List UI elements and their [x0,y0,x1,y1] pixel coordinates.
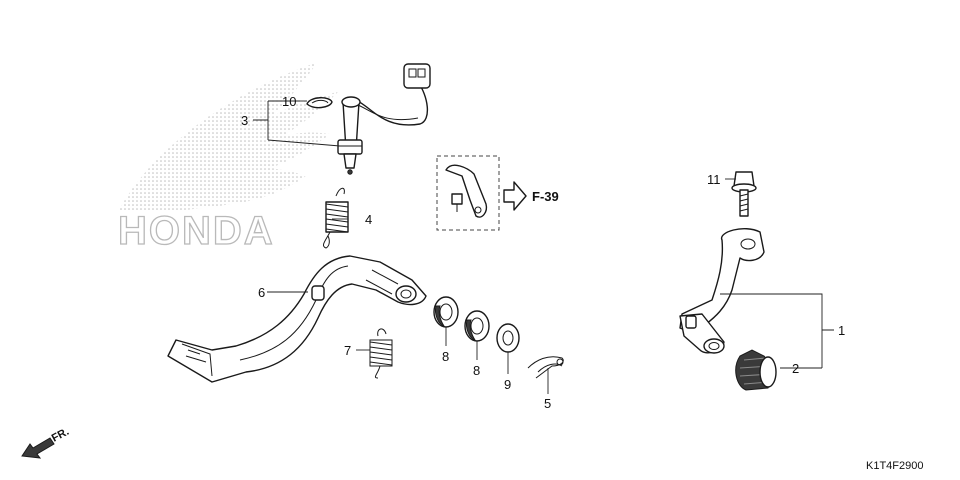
callout-8-second: 8 [473,363,480,378]
reference-code: K1T4F2900 [866,460,923,472]
callout-2: 2 [792,361,799,376]
part-5-cotter-pin [527,356,564,379]
see-also-arrow [503,181,527,211]
front-direction-arrow [21,437,55,459]
part-11-bolt [731,171,757,217]
callout-1: 1 [838,323,845,338]
part-8-seal-a [433,296,459,328]
bracket-reference-box [436,155,500,231]
callout-4: 4 [365,212,372,227]
part-9-washer [496,323,520,353]
front-label: FR. [50,426,71,445]
leader-lines [253,100,834,394]
callout-10: 10 [282,94,296,109]
callout-3: 3 [241,113,248,128]
part-7-spring [369,328,393,379]
part-3-switch-harness [337,63,431,175]
part-4-spring [323,187,349,249]
callout-5: 5 [544,396,551,411]
honda-wing-watermark: HONDA [117,62,338,254]
callout-11: 11 [707,172,721,187]
part-8-seal-b [464,310,490,342]
callout-8-first: 8 [442,349,449,364]
callout-6: 6 [258,285,265,300]
callout-9: 9 [504,377,511,392]
see-also-ref: F-39 [532,189,559,204]
part-1-shift-pedal [679,228,765,354]
part-10-clip [306,97,333,109]
watermark-wordmark: HONDA [118,209,275,253]
part-6-brake-pedal [167,255,427,383]
part-2-pedal-rubber [735,349,777,391]
callout-7: 7 [344,343,351,358]
